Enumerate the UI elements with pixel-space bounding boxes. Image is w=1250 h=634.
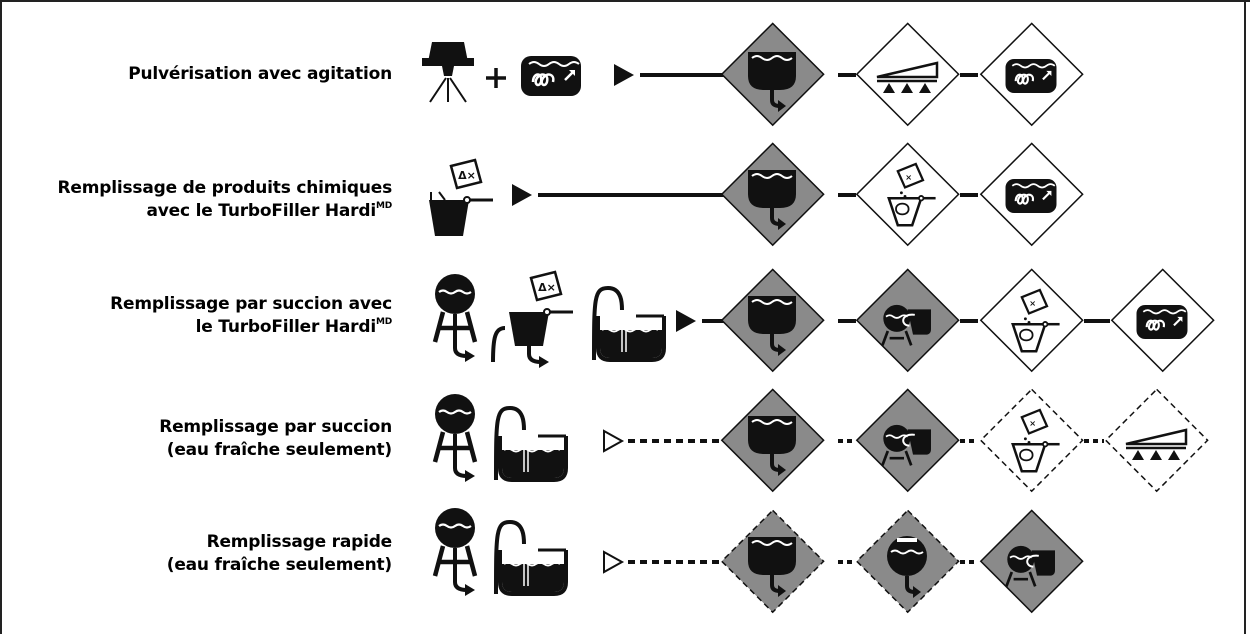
sprayer-nozzle-icon xyxy=(422,42,474,103)
frame-left-border xyxy=(0,0,2,634)
row-label-spray-agitation: Pulvérisation avec agitation xyxy=(128,64,392,84)
row-label-suction-turbofiller: Remplissage par succion avec le TurboFil… xyxy=(110,294,392,337)
flow-arrow xyxy=(676,310,696,332)
suction-hose-tank-icon xyxy=(494,520,568,596)
external-tank-icon xyxy=(435,274,475,362)
superscript-md: MD xyxy=(375,201,392,212)
row5-source xyxy=(435,508,738,596)
row2-valves xyxy=(720,142,1084,247)
suction-hose-tank-icon xyxy=(592,286,666,362)
row4-valves xyxy=(720,388,1209,493)
row1-source xyxy=(422,42,738,103)
row2-source: Δ× xyxy=(429,158,738,236)
agitation-return-icon xyxy=(1004,177,1058,215)
flow-arrow-hollow xyxy=(603,550,625,574)
agitation-tank-icon xyxy=(519,54,583,98)
row3-valves xyxy=(720,268,1215,373)
agitation-return-icon xyxy=(1004,57,1058,95)
row1-valves xyxy=(720,22,1084,127)
row-label-fast-fill: Remplissage rapide (eau fraîche seulemen… xyxy=(166,532,392,575)
row4-source xyxy=(435,394,738,482)
suction-hose-tank-icon xyxy=(494,406,568,482)
row-label-suction-fresh-water: Remplissage par succion (eau fraîche seu… xyxy=(159,417,392,460)
svg-text:Δ×: Δ× xyxy=(538,281,556,294)
external-tank-icon xyxy=(435,394,475,482)
frame-top-border xyxy=(0,0,1250,2)
valve-diamond-dashed xyxy=(1104,388,1209,493)
flow-arrow xyxy=(512,184,532,206)
valve-diamond-dashed xyxy=(979,388,1084,493)
superscript-md: MD xyxy=(375,317,392,328)
external-tank-icon xyxy=(435,508,475,596)
agitation-return-icon xyxy=(1135,303,1189,341)
row3-source: Δ× xyxy=(435,270,738,368)
flow-arrow xyxy=(614,64,634,86)
frame-right-border xyxy=(1244,0,1246,634)
svg-text:Δ×: Δ× xyxy=(458,169,476,182)
chemical-bag-hopper-icon: Δ× xyxy=(429,158,493,236)
plus-icon xyxy=(486,68,506,88)
valve-diamond xyxy=(979,268,1084,373)
turbofiller-icon: Δ× xyxy=(491,270,573,368)
row5-valves xyxy=(720,509,1084,614)
row-label-chemical-fill: Remplissage de produits chimiques avec l… xyxy=(57,178,393,221)
flow-arrow-hollow xyxy=(603,429,625,453)
valve-diamond xyxy=(855,22,960,127)
valve-diamond xyxy=(855,142,960,247)
